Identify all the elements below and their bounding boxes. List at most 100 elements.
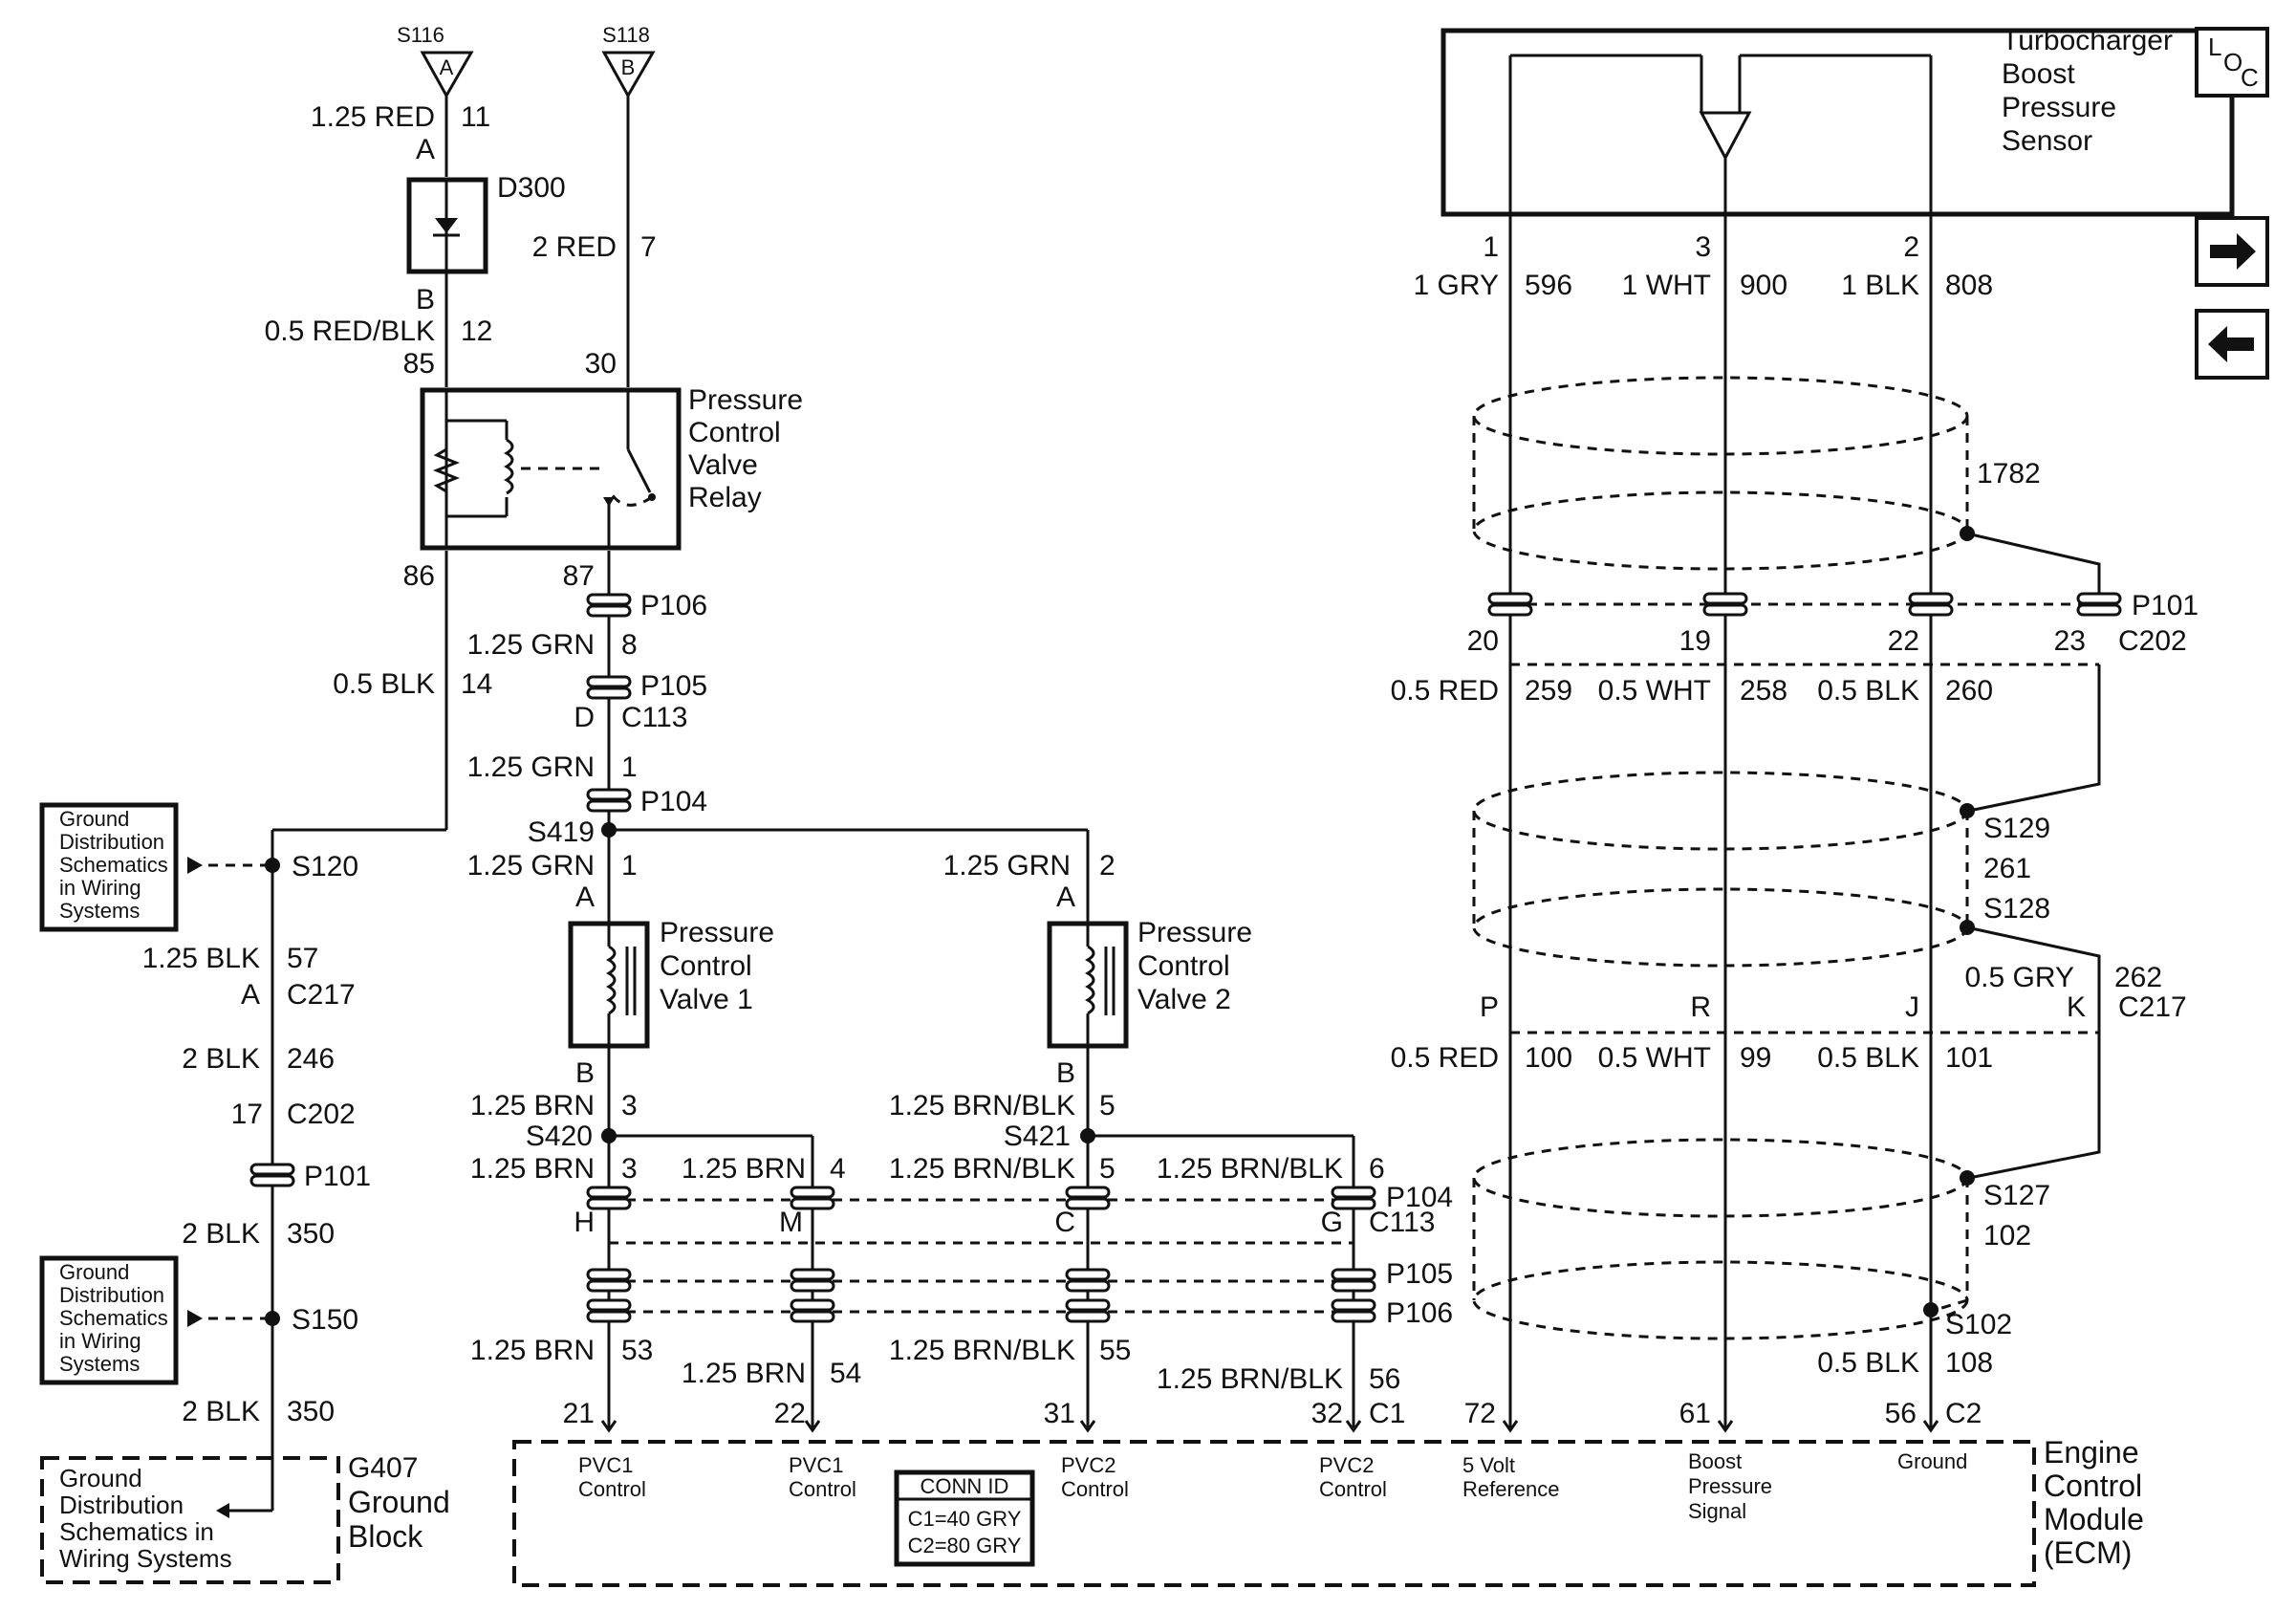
connector-label: P101 — [2132, 590, 2199, 621]
circuit-number: 53 — [621, 1335, 653, 1366]
ecm-pin-function: PVC1 — [789, 1453, 843, 1477]
splice-label: S129 — [1983, 813, 2050, 844]
connector-label: P106 — [1386, 1297, 1453, 1329]
pin-label: R — [1690, 991, 1711, 1023]
connector-label: P105 — [640, 670, 707, 702]
connector-label: P101 — [304, 1161, 371, 1192]
pin-arrow — [804, 1420, 821, 1433]
ecm-title: Engine — [2044, 1435, 2139, 1469]
ecm-pin-function: Ground — [1897, 1449, 1967, 1473]
inline-connector-symbol — [790, 1310, 835, 1323]
pin-label: 23 — [2054, 625, 2086, 657]
pin-arrow — [1345, 1420, 1362, 1433]
pin-label: A — [1056, 882, 1075, 913]
connector-label: C113 — [621, 702, 688, 733]
circuit-number: 101 — [1945, 1042, 1993, 1074]
inline-connector-symbol — [790, 1298, 835, 1312]
ecm-pin-function: Control — [1319, 1477, 1387, 1501]
ground-box-text: Distribution — [59, 1283, 164, 1307]
pin-label: 20 — [1467, 625, 1499, 657]
pin-label: H — [574, 1207, 595, 1238]
inline-connector-symbol — [1065, 1298, 1111, 1312]
connector-label: C202 — [2118, 625, 2187, 657]
pin-label: A — [241, 979, 260, 1011]
ecm-title: Control — [2044, 1469, 2142, 1503]
inline-connector-symbol — [1331, 1197, 1376, 1210]
pin-label: 30 — [585, 348, 617, 380]
inline-connector-symbol — [1331, 1186, 1376, 1199]
ecm-pin-function: Control — [578, 1477, 646, 1501]
ecm-title: (ECM) — [2044, 1535, 2132, 1570]
ground-box-text: in Wiring — [59, 1329, 141, 1353]
circuit-number: 100 — [1525, 1042, 1572, 1074]
circuit-number: 3 — [621, 1153, 638, 1185]
circuit-number: 260 — [1945, 675, 1993, 707]
wire-color: 1 BLK — [1841, 270, 1919, 301]
pin-label: 85 — [403, 348, 435, 380]
pressure-control-valve-relay: Pressure Control Valve Relay — [420, 384, 803, 551]
circuit-number: 350 — [287, 1396, 335, 1427]
ecm-title: Module — [2044, 1502, 2144, 1536]
sensor-title: Turbocharger — [2002, 25, 2173, 56]
ecm-pin-function: 5 Volt — [1462, 1453, 1515, 1477]
arrow-left-icon — [2208, 326, 2254, 362]
relay-title: Pressure — [688, 384, 803, 416]
circuit-number: 7 — [640, 231, 657, 263]
connector-label: C202 — [287, 1099, 356, 1130]
ground-box-text: Schematics — [59, 853, 168, 877]
valve-title: Control — [1137, 950, 1230, 982]
circuit-number: 350 — [287, 1218, 335, 1250]
sensor-title: Boost — [2002, 58, 2075, 90]
relay-title: Relay — [688, 482, 762, 513]
inline-connector-symbol — [790, 1186, 835, 1199]
circuit-number: 1 — [621, 751, 638, 783]
circuit-number: 12 — [461, 316, 492, 347]
valve-title: Pressure — [1137, 917, 1252, 948]
wire-color: 1.25 GRN — [943, 850, 1071, 882]
g407-label: Ground — [348, 1485, 450, 1519]
pressure-control-valve-2: Pressure Control Valve 2 — [1047, 917, 1252, 1049]
g407-text: Ground — [59, 1464, 142, 1492]
g407-ground-block: Ground Distribution Schematics in Wiring… — [40, 1452, 450, 1584]
pin-arrow — [1922, 1420, 1939, 1433]
inline-connector-symbol — [1065, 1279, 1111, 1293]
inline-connector-symbol — [790, 1197, 835, 1210]
pin-label: A — [416, 134, 435, 165]
wire-color: 1.25 GRN — [467, 629, 595, 661]
inline-connector-symbol — [1331, 1310, 1376, 1323]
circuit-number: 2 — [1099, 850, 1116, 882]
wire-color: 1.25 BRN/BLK — [889, 1153, 1075, 1185]
next-page-button[interactable] — [2195, 216, 2269, 287]
pin-label: B — [1056, 1057, 1075, 1089]
pin-label: M — [779, 1207, 803, 1238]
s116-label: S116 — [397, 23, 444, 47]
ecm-pin-function: Signal — [1688, 1499, 1746, 1523]
pin-label: 2 — [1903, 231, 1919, 263]
wire-color: 1.25 GRN — [467, 751, 595, 783]
wire-color: 1.25 BRN — [682, 1153, 806, 1185]
splice-s116: S116 A — [397, 23, 474, 99]
inline-connector-symbol — [586, 1279, 632, 1293]
ground-box-text: Ground — [59, 1260, 129, 1284]
wire-color: 2 BLK — [182, 1396, 260, 1427]
splice-label: S421 — [1004, 1121, 1071, 1152]
sensor-title: Sensor — [2002, 125, 2092, 157]
wire-color: 1.25 RED — [311, 101, 435, 133]
ground-box-text: Systems — [59, 1352, 140, 1376]
prev-page-button[interactable] — [2195, 309, 2269, 380]
pin-label: A — [575, 882, 595, 913]
pin-arrow — [1717, 1420, 1734, 1433]
pin-label: 87 — [563, 560, 595, 592]
ground-box-text: Schematics — [59, 1306, 168, 1330]
wire-color: 1.25 BRN — [470, 1153, 595, 1185]
pin-arrow — [1079, 1420, 1096, 1433]
ecm-pin: 22 — [774, 1398, 806, 1429]
wire-color: 0.5 GRY — [1964, 962, 2074, 993]
pin-label: G — [1321, 1207, 1343, 1238]
circuit-number: 99 — [1740, 1042, 1771, 1074]
location-icon[interactable]: L O C — [2195, 27, 2269, 98]
circuit-number: 5 — [1099, 1090, 1116, 1121]
arrow-right-icon — [2210, 233, 2256, 270]
circuit-number: 108 — [1945, 1347, 1993, 1379]
